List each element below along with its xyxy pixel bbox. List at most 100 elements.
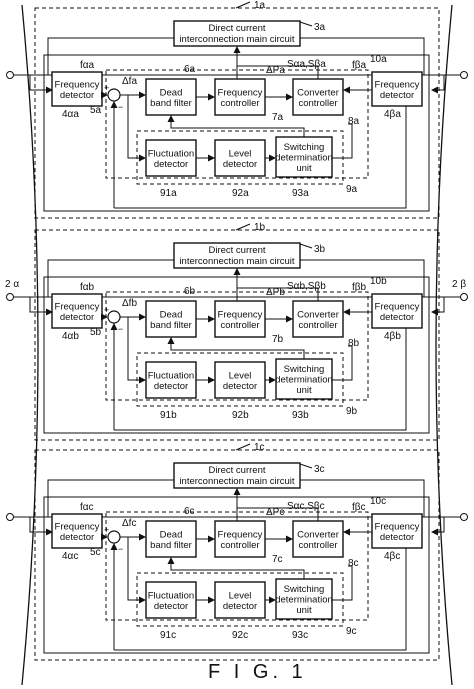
unit-1a-freq-detector-left-label-1: detector (60, 90, 94, 101)
unit-1b-to-fluct (127, 317, 146, 384)
unit-1a-dc-main-circuit-label-0: Direct current (208, 23, 265, 34)
unit-1c-dc-main-circuit-label-0: Direct current (208, 465, 265, 476)
unit-1a-frequency-controller-label-1: controller (220, 98, 259, 109)
unit-1b-ref: 1b (254, 222, 266, 233)
unit-1b-outer-ref: 10b (370, 276, 387, 287)
unit-1c-fd-left-ref: 4αc (62, 551, 78, 562)
unit-1b-switching-unit-label-0: Switching (284, 364, 325, 375)
unit-1b-summer (107, 310, 121, 324)
unit-1b-level-detector-label-0: Level (229, 370, 252, 381)
unit-1c-frequency-controller-label-0: Frequency (218, 529, 263, 540)
unit-1b-dc-ref-leader (299, 243, 313, 249)
unit-1a-lv-ref: 92a (232, 188, 249, 199)
unit-1b-dc-main-circuit-label-0: Direct current (208, 245, 265, 256)
unit-1a-dc-right-line (300, 37, 425, 75)
unit-1b-frequency-controller-box (214, 300, 266, 338)
unit-1b-fd-left-ref: 4αb (62, 331, 79, 342)
unit-1c-level-detector-box (214, 581, 266, 619)
unit-1b-left-terminal (6, 293, 14, 301)
unit-1c-freq-detector-right-box (371, 513, 423, 549)
unit-1b-delta-f-label: Δfb (122, 298, 137, 309)
unit-1a-controller-boundary (105, 69, 369, 179)
unit-1b-f-alpha-label: fαb (80, 282, 95, 293)
unit-1c-level-detector-label-0: Level (229, 590, 252, 601)
unit-1c-f-beta-label: fβc (352, 502, 366, 513)
unit-1c-freq-detector-left-label-0: Frequency (55, 521, 100, 532)
unit-1b-fl-ref: 91b (160, 410, 177, 421)
unit-1a-switching-unit-label-2: unit (296, 163, 312, 174)
unit-1a-group-ref: 9a (346, 184, 358, 195)
unit-1c-group-ref: 9c (346, 626, 357, 637)
unit-1a-freq-detector-right-box (371, 71, 423, 107)
unit-1c-dead-band-filter-label-0: Dead (160, 529, 183, 540)
unit-1c-level-detector-label-1: detector (223, 601, 257, 612)
unit-1c-dc-main-circuit-box (173, 462, 301, 489)
unit-1c-dc-ref-leader (299, 463, 313, 469)
unit-1b-leader (235, 223, 251, 231)
unit-1b-dc-ref: 3b (314, 244, 326, 255)
unit-1b-freq-detector-right-label-0: Frequency (375, 301, 420, 312)
unit-1b-outline (34, 229, 440, 441)
unit-1c-outline (34, 449, 440, 661)
unit-1c-freq-detector-right-label-0: Frequency (375, 521, 420, 532)
unit-1b-dc-main-circuit-box (173, 242, 301, 269)
unit-1c-freq-detector-left-box (51, 513, 103, 549)
side-label-left: 2 α (5, 279, 19, 290)
unit-1b-freq-detector-right-box (371, 293, 423, 329)
unit-1b-dc-left-line (47, 259, 174, 297)
unit-1c-sw-ref: 93c (292, 630, 308, 641)
unit-1c-minus-sign: − (118, 544, 123, 554)
unit-1b-group-ref: 9b (346, 406, 358, 417)
unit-1a-right-terminal (460, 71, 468, 79)
unit-1b-frequency-controller-label-1: controller (220, 320, 259, 331)
unit-1b-cc-to-dc (237, 287, 319, 301)
unit-1c-controller-boundary (105, 511, 369, 621)
unit-1a-to-fluct (127, 95, 146, 162)
unit-1b-signal-label: Sαb,Sβb (287, 281, 326, 292)
unit-1b-frequency-controller-label-0: Frequency (218, 309, 263, 320)
ac-bus-left (21, 4, 39, 686)
unit-1a-cc-ref: 8a (348, 116, 360, 127)
unit-1c-dead-band-filter-box (145, 520, 197, 558)
unit-1a-dc-ref: 3a (314, 22, 326, 33)
unit-1a-signal-label: Sαa,Sβa (287, 59, 326, 70)
unit-1b-switch-out (332, 345, 353, 381)
unit-1c-delta-p-label: ΔPc (266, 507, 284, 518)
unit-1b-lv-ref: 92b (232, 410, 249, 421)
unit-1b-controller-boundary (105, 291, 369, 401)
unit-1a-switching-unit-label-0: Switching (284, 142, 325, 153)
unit-1c-leader (235, 443, 251, 451)
unit-1b-converter-controller-label-0: Converter (297, 309, 339, 320)
unit-1c-fl-ref: 91c (160, 630, 176, 641)
unit-1a-level-detector-label-1: detector (223, 159, 257, 170)
unit-1c-lv-ref: 92c (232, 630, 248, 641)
unit-1b-switching-unit-label-1: determination (275, 375, 333, 386)
unit-1b-switch-to-dbf (167, 337, 305, 359)
unit-1c-dc-right-line (300, 479, 425, 517)
unit-1a-converter-controller-label-1: controller (298, 98, 337, 109)
unit-1b-right-return (114, 328, 407, 431)
unit-1b-fluctuation-detector-label-1: detector (154, 381, 188, 392)
unit-1b-dc-main-circuit-label-1: interconnection main circuit (179, 256, 294, 267)
unit-1c-cc-ref: 8c (348, 558, 359, 569)
unit-1c-converter-controller-label-1: controller (298, 540, 337, 551)
unit-1c-fc-ref: 7c (272, 554, 283, 565)
unit-1a-dc-left-line (47, 37, 174, 75)
unit-1a-converter-controller-box (292, 78, 344, 116)
unit-1a-frequency-controller-label-0: Frequency (218, 87, 263, 98)
unit-1b-dc-right-line (300, 259, 425, 297)
unit-1a-delta-f-label: Δfa (122, 76, 137, 87)
unit-1c-right-terminal (460, 513, 468, 521)
unit-1a-switch-to-dbf (167, 115, 305, 137)
